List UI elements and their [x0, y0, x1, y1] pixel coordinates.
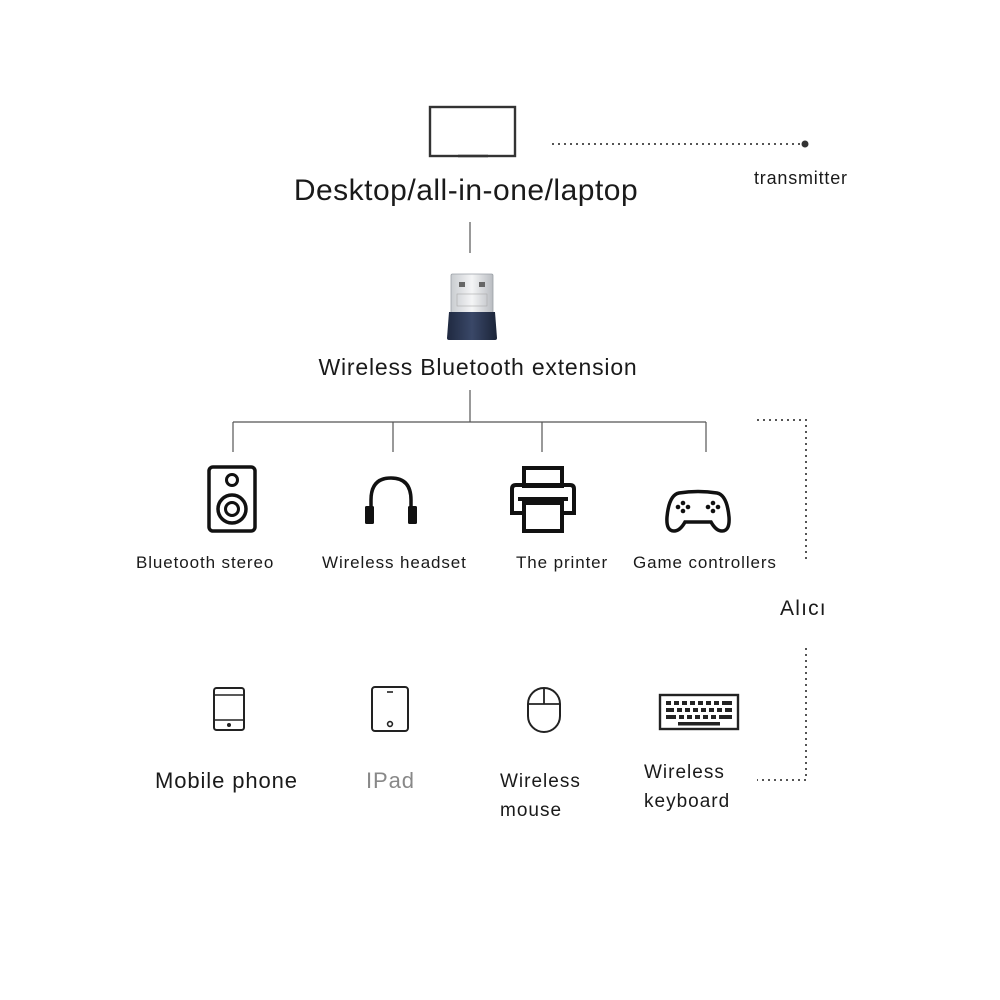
mobile-phone-icon: [212, 686, 246, 732]
adapter-label: Wireless Bluetooth extension: [319, 354, 638, 381]
row2-label-3-line1: Wireless: [500, 771, 581, 793]
printer-icon: [508, 465, 578, 535]
source-label: Desktop/all-in-one/laptop: [294, 174, 638, 208]
row2-label-3-line2: mouse: [500, 800, 562, 822]
row2-label-4-line1: Wireless: [644, 762, 725, 784]
tablet-icon: [370, 685, 410, 733]
speaker-icon: [207, 465, 257, 533]
row2-label-2: IPad: [366, 768, 415, 794]
receiver-bracket-bottom: [757, 648, 806, 780]
row2-label-1: Mobile phone: [155, 768, 298, 794]
mouse-icon: [526, 686, 562, 734]
gamepad-icon: [665, 489, 731, 535]
row1-label-3: The printer: [516, 553, 608, 573]
row1-label-4: Game controllers: [633, 553, 777, 573]
row1-label-1: Bluetooth stereo: [136, 553, 274, 573]
receiver-label: Alıcı: [780, 597, 827, 621]
usb-bluetooth-dongle-icon: [447, 272, 497, 342]
headphones-icon: [363, 474, 419, 526]
transmitter-dot: [802, 141, 809, 148]
row2-label-4-line2: keyboard: [644, 791, 730, 813]
receiver-bracket-top: [757, 420, 806, 562]
keyboard-icon: [658, 693, 740, 731]
row1-label-2: Wireless headset: [322, 553, 467, 573]
monitor-icon: [428, 105, 518, 161]
transmitter-label: transmitter: [754, 168, 848, 189]
